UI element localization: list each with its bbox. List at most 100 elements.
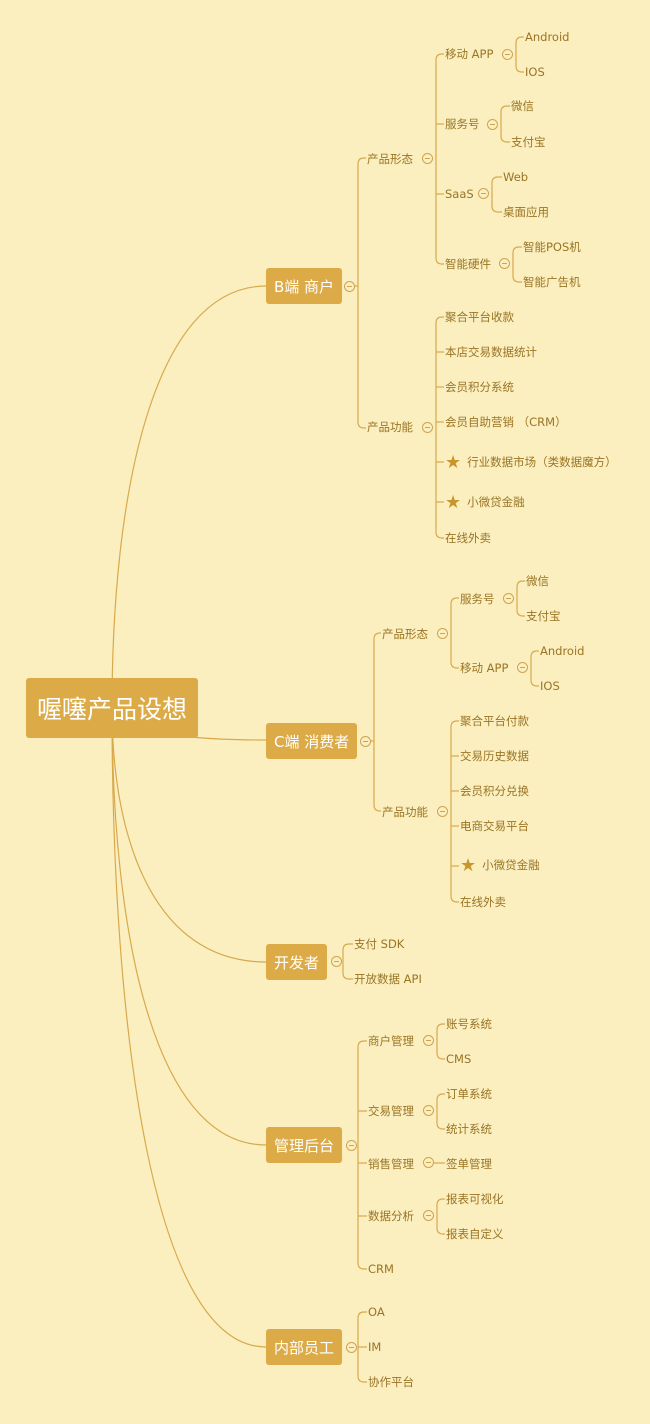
- connector-line: [500, 135, 510, 143]
- topic-b-func-item-starred[interactable]: ★小微贷金融: [445, 494, 525, 512]
- connector-line: [512, 246, 522, 254]
- connector-line: [436, 1052, 445, 1060]
- branch-b-merchant[interactable]: B端 商户: [266, 268, 343, 304]
- topic-dev-item[interactable]: 开放数据 API: [354, 972, 422, 986]
- branch-c-consumer[interactable]: C端 消费者: [266, 723, 358, 759]
- collapse-icon[interactable]: [344, 281, 355, 292]
- collapse-icon[interactable]: [487, 119, 498, 130]
- collapse-icon[interactable]: [423, 1105, 434, 1116]
- star-icon: ★: [460, 855, 477, 876]
- topic-text: 小微贷金融: [467, 495, 525, 509]
- connector-line: [436, 1023, 445, 1031]
- topic-dev-item[interactable]: 支付 SDK: [354, 937, 405, 951]
- connector-line: [357, 1040, 367, 1048]
- collapse-icon[interactable]: [331, 956, 342, 967]
- topic-b-func-item[interactable]: 会员积分系统: [445, 380, 514, 394]
- collapse-icon[interactable]: [360, 736, 371, 747]
- branch-developer[interactable]: 开发者: [266, 944, 328, 980]
- collapse-icon[interactable]: [437, 628, 448, 639]
- topic-c-func-item[interactable]: 在线外卖: [460, 895, 506, 909]
- topic-b-saas[interactable]: SaaS: [445, 187, 474, 201]
- connector-line: [435, 531, 444, 539]
- topic-c-service-alipay[interactable]: 支付宝: [526, 609, 561, 623]
- topic-b-func-item[interactable]: 会员自助营销 （CRM）: [445, 415, 567, 429]
- topic-b-form[interactable]: 产品形态: [367, 152, 413, 166]
- topic-admin-trade[interactable]: 交易管理: [368, 1104, 414, 1118]
- collapse-icon[interactable]: [423, 1157, 434, 1168]
- topic-b-hardware-ad[interactable]: 智能广告机: [523, 275, 581, 289]
- collapse-icon[interactable]: [502, 49, 513, 60]
- root-connector: [111, 707, 267, 1146]
- collapse-icon[interactable]: [423, 1210, 434, 1221]
- topic-c-app[interactable]: 移动 APP: [460, 661, 509, 675]
- topic-b-saas-desktop[interactable]: 桌面应用: [503, 205, 549, 219]
- topic-admin-merchant-item[interactable]: CMS: [446, 1052, 472, 1066]
- connector-line: [450, 597, 459, 605]
- topic-admin-data-item[interactable]: 报表可视化: [446, 1192, 504, 1206]
- connector-line: [435, 257, 444, 265]
- connector-line: [357, 1311, 367, 1319]
- topic-b-func-item-starred[interactable]: ★行业数据市场（类数据魔方）: [445, 454, 617, 472]
- topic-b-func[interactable]: 产品功能: [367, 420, 413, 434]
- topic-c-func-item-starred[interactable]: ★小微贷金融: [460, 855, 540, 876]
- collapse-icon[interactable]: [437, 806, 448, 817]
- topic-admin-trade-item[interactable]: 统计系统: [446, 1122, 492, 1136]
- topic-c-func-item[interactable]: 聚合平台付款: [460, 714, 529, 728]
- topic-b-app-android[interactable]: Android: [525, 30, 570, 44]
- collapse-icon[interactable]: [423, 1035, 434, 1046]
- topic-staff-item[interactable]: OA: [368, 1305, 385, 1319]
- topic-b-service[interactable]: 服务号: [445, 117, 480, 131]
- connector-line: [516, 580, 525, 588]
- root-connector: [111, 285, 267, 709]
- topic-c-func[interactable]: 产品功能: [382, 805, 428, 819]
- topic-b-func-item[interactable]: 在线外卖: [445, 531, 491, 545]
- topic-c-func-item[interactable]: 电商交易平台: [460, 819, 529, 833]
- collapse-icon[interactable]: [346, 1342, 357, 1353]
- collapse-icon[interactable]: [346, 1140, 357, 1151]
- topic-c-service[interactable]: 服务号: [460, 592, 495, 606]
- topic-b-app-ios[interactable]: IOS: [525, 65, 545, 79]
- connector-line: [515, 36, 524, 44]
- collapse-icon[interactable]: [503, 593, 514, 604]
- connector-line: [357, 1262, 367, 1270]
- topic-admin-data[interactable]: 数据分析: [368, 1209, 414, 1223]
- root-connector: [111, 707, 267, 963]
- topic-b-hardware-pos[interactable]: 智能POS机: [523, 240, 581, 254]
- collapse-icon[interactable]: [422, 422, 433, 433]
- collapse-icon[interactable]: [517, 662, 528, 673]
- connector-line: [450, 661, 459, 669]
- topic-admin-merchant[interactable]: 商户管理: [368, 1034, 414, 1048]
- connector-line: [357, 157, 366, 165]
- branch-admin[interactable]: 管理后台: [266, 1127, 343, 1163]
- topic-c-app-ios[interactable]: IOS: [540, 679, 560, 693]
- topic-admin-sales[interactable]: 销售管理: [368, 1157, 414, 1171]
- topic-b-func-item[interactable]: 本店交易数据统计: [445, 345, 537, 359]
- root-topic[interactable]: 喔噻产品设想: [26, 678, 198, 738]
- topic-admin-data-item[interactable]: 报表自定义: [446, 1227, 504, 1241]
- topic-c-app-android[interactable]: Android: [540, 644, 585, 658]
- collapse-icon[interactable]: [478, 188, 489, 199]
- topic-c-form[interactable]: 产品形态: [382, 627, 428, 641]
- topic-admin-trade-item[interactable]: 订单系统: [446, 1087, 492, 1101]
- topic-admin-crm[interactable]: CRM: [368, 1262, 394, 1276]
- topic-c-func-item[interactable]: 交易历史数据: [460, 749, 529, 763]
- topic-staff-item[interactable]: 协作平台: [368, 1375, 414, 1389]
- topic-b-service-alipay[interactable]: 支付宝: [511, 135, 546, 149]
- topic-b-func-item[interactable]: 聚合平台收款: [445, 310, 514, 324]
- topic-c-func-item[interactable]: 会员积分兑换: [460, 784, 529, 798]
- connector-line: [491, 176, 502, 184]
- topic-admin-merchant-item[interactable]: 账号系统: [446, 1017, 492, 1031]
- topic-b-hardware[interactable]: 智能硬件: [445, 257, 491, 271]
- topic-c-service-wechat[interactable]: 微信: [526, 574, 549, 588]
- topic-admin-sales-item[interactable]: 签单管理: [446, 1157, 492, 1171]
- connector-line: [530, 650, 539, 658]
- collapse-icon[interactable]: [422, 153, 433, 164]
- topic-b-saas-web[interactable]: Web: [503, 170, 529, 184]
- branch-staff[interactable]: 内部员工: [266, 1329, 343, 1365]
- topic-b-app[interactable]: 移动 APP: [445, 47, 494, 61]
- topic-b-service-wechat[interactable]: 微信: [511, 99, 534, 113]
- topic-staff-item[interactable]: IM: [368, 1340, 382, 1354]
- collapse-icon[interactable]: [499, 258, 510, 269]
